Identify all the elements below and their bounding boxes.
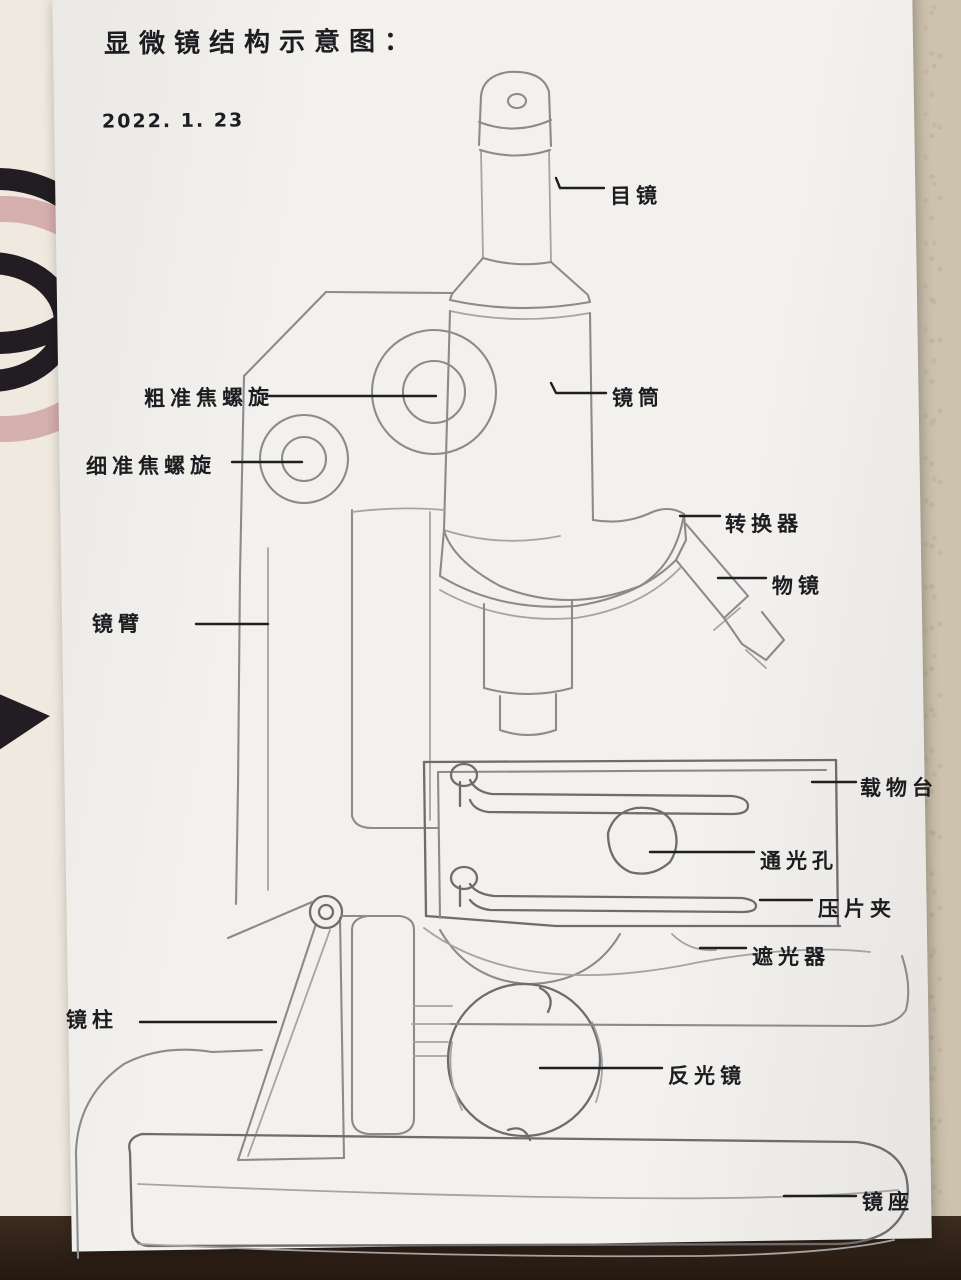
label-fine-focus: 细准焦螺旋	[85, 453, 217, 479]
paper-sheet	[52, 0, 932, 1252]
label-aperture: 通光孔	[759, 848, 839, 874]
page-title: 显微镜结构示意图：	[103, 26, 420, 60]
label-base: 镜座	[861, 1189, 915, 1215]
label-coarse-focus: 粗准焦螺旋	[143, 385, 275, 411]
label-arm: 镜臂	[91, 611, 145, 637]
label-nosepiece: 转换器	[724, 511, 804, 537]
date-text: 2022. 1. 23	[101, 109, 245, 133]
cloth-triangle-motif	[0, 690, 50, 756]
label-body-tube: 镜筒	[611, 385, 665, 411]
label-pillar: 镜柱	[65, 1007, 119, 1033]
label-eyepiece: 目镜	[609, 183, 663, 209]
label-mirror: 反光镜	[667, 1063, 747, 1089]
label-stage-clip: 压片夹	[817, 896, 897, 922]
label-stage: 载物台	[859, 775, 939, 801]
label-objective: 物镜	[771, 573, 825, 599]
label-diaphragm: 遮光器	[751, 944, 831, 970]
